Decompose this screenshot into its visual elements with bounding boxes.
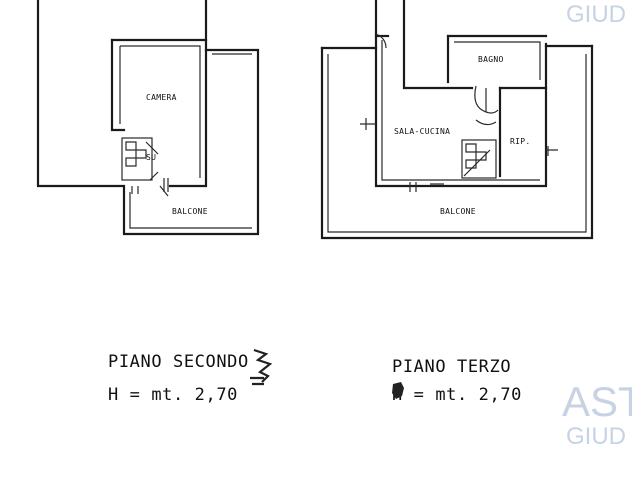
watermark-small: GIUD xyxy=(566,423,626,450)
room-balcone-label-left: BALCONE xyxy=(172,207,208,216)
room-sala-cucina-label: SALA-CUCINA xyxy=(394,127,450,136)
room-rip-label: RIP. xyxy=(510,137,530,146)
floor-title-piano-secondo: PIANO SECONDO xyxy=(108,352,249,372)
height-label-piano-secondo: H = mt. 2,70 xyxy=(108,385,238,405)
stair-note-label: SU xyxy=(146,153,156,162)
watermark-big: AST xyxy=(562,378,632,425)
plan-piano-secondo: CAMERA BALCONE SU PIANO SECONDO H = mt. … xyxy=(36,0,273,405)
room-bagno-label: BAGNO xyxy=(478,55,504,64)
scribble-mark xyxy=(250,348,273,386)
room-camera-label: CAMERA xyxy=(146,93,177,102)
ink-blot xyxy=(392,382,404,399)
watermark-top: GIUD xyxy=(566,1,626,28)
plan-piano-terzo: BAGNO SALA-CUCINA RIP. BALCONE PIANO TER… xyxy=(320,0,594,405)
room-balcone-label-right: BALCONE xyxy=(440,207,476,216)
height-label-piano-terzo: H = mt. 2,70 xyxy=(392,385,522,405)
floor-title-piano-terzo: PIANO TERZO xyxy=(392,357,511,377)
